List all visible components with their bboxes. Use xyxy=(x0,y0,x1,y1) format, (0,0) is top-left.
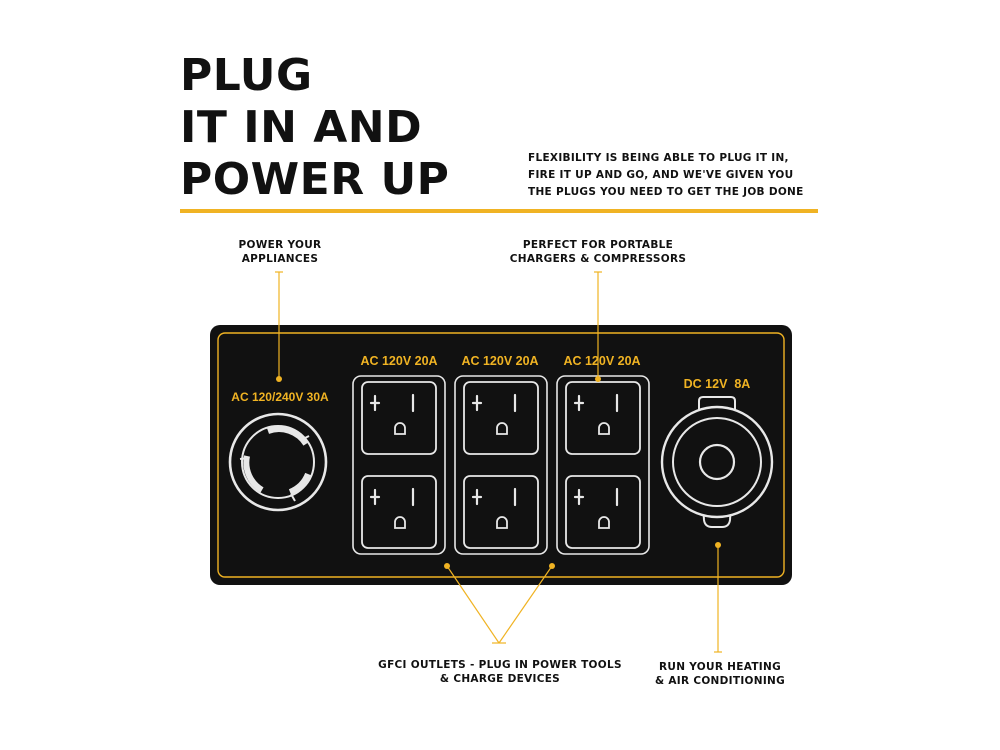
tagline: FLEXIBILITY IS BEING ABLE TO PLUG IT IN,… xyxy=(528,150,828,201)
dc-label: DC 12V 8A xyxy=(684,377,751,391)
callout-connector-gfci xyxy=(444,563,555,644)
callout-gfci: GFCI OUTLETS - PLUG IN POWER TOOLS & CHA… xyxy=(378,659,622,685)
callout-connector-appliances xyxy=(275,271,283,382)
headline: PLUG IT IN AND POWER UP xyxy=(180,50,449,206)
duplex-label-1: AC 120V 20A xyxy=(360,354,437,368)
headline-line: PLUG xyxy=(180,50,313,101)
tagline-line: FIRE IT UP AND GO, AND WE'VE GIVEN YOU xyxy=(528,169,794,181)
callout-chargers: PERFECT FOR PORTABLE CHARGERS & COMPRESS… xyxy=(509,239,687,265)
callout-connector-heating xyxy=(714,542,722,653)
callout-heating: RUN YOUR HEATING & AIR CONDITIONING xyxy=(654,661,786,687)
duplex-label-2: AC 120V 20A xyxy=(461,354,538,368)
twist-lock-label: AC 120/240V 30A xyxy=(231,390,329,404)
panel-body xyxy=(210,325,792,585)
twist-lock-outlet-icon xyxy=(228,412,328,512)
dc-socket-icon xyxy=(660,396,774,528)
panel-inner-border xyxy=(217,332,785,578)
tagline-line: THE PLUGS YOU NEED TO GET THE JOB DONE xyxy=(528,186,804,198)
callout-connector-chargers xyxy=(594,271,602,382)
headline-line: POWER UP xyxy=(180,154,450,205)
tagline-line: FLEXIBILITY IS BEING ABLE TO PLUG IT IN, xyxy=(528,152,789,164)
callout-appliances: POWER YOUR APPLIANCES xyxy=(238,239,322,265)
duplex-label-3: AC 120V 20A xyxy=(563,354,640,368)
accent-divider xyxy=(180,209,818,213)
headline-line: IT IN AND xyxy=(180,102,423,153)
